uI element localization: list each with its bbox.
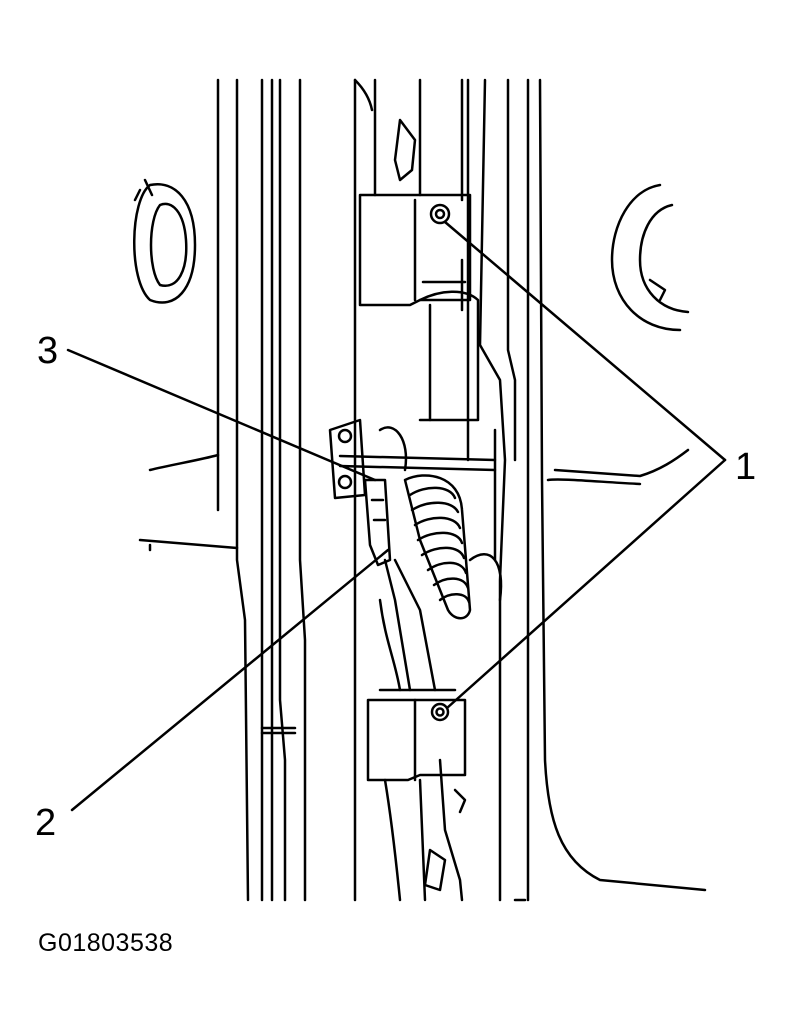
callout-leaders — [66, 220, 727, 812]
leader-line-1a — [443, 220, 727, 462]
leader-line-2 — [70, 548, 390, 812]
figure-id: G01803538 — [38, 929, 174, 957]
upper-hinge — [358, 193, 480, 422]
harness-connector — [363, 478, 437, 692]
callout-label-1: 1 — [735, 446, 757, 488]
right-bumper — [610, 183, 690, 332]
right-pillar — [466, 78, 707, 902]
center-channel — [353, 78, 467, 902]
left-panel-detail — [138, 453, 239, 552]
callout-label-2: 2 — [35, 802, 57, 844]
callout-label-3: 3 — [37, 330, 59, 372]
left-pillar — [216, 78, 307, 902]
leader-line-3 — [66, 348, 377, 482]
lower-hinge — [366, 688, 467, 782]
left-bumper — [133, 178, 197, 304]
leader-line-1b — [445, 458, 727, 710]
wiring-harness-conduit — [403, 474, 503, 620]
